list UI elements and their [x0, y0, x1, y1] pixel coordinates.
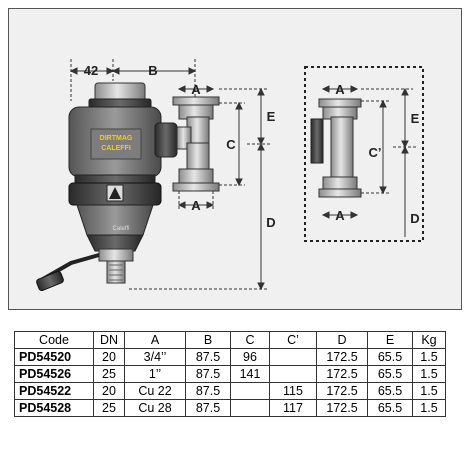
cell-code: PD54526 [14, 365, 94, 383]
cell-c-prime: 117 [269, 399, 317, 417]
dimension-d-label: D [266, 215, 275, 230]
brand-label: CALEFFI [101, 145, 131, 152]
cell-b: 87.5 [185, 365, 231, 383]
cell-c [230, 382, 270, 400]
spec-table-header-row: Code DN A B C C’ D E Kg [14, 331, 446, 349]
dimension-lines-left [69, 59, 271, 291]
dimension-42-label: 42 [84, 63, 98, 78]
dimension-lines-right [321, 85, 417, 237]
cell-b: 87.5 [185, 382, 231, 400]
cell-dn: 20 [93, 382, 125, 400]
table-row: PD54526 25 1’’ 87.5 141 172.5 65.5 1.5 [14, 365, 446, 383]
dimension-c-label: C [226, 137, 236, 152]
cell-e: 65.5 [367, 348, 413, 366]
spec-table: Code DN A B C C’ D E Kg PD54520 20 3/4’’… [14, 331, 446, 417]
header-kg: Kg [412, 331, 446, 349]
technical-drawing: DIRTMAG CALEFFI Caleffi [8, 8, 462, 310]
dimension-b-label: B [148, 63, 157, 78]
cell-b: 87.5 [185, 399, 231, 417]
dimension-d-alt-label: D [410, 211, 419, 226]
dimension-a-bottom-label: A [191, 198, 201, 213]
header-d: D [316, 331, 368, 349]
cell-code: PD54520 [14, 348, 94, 366]
header-dn: DN [93, 331, 125, 349]
small-brand-label: Caleffi [113, 226, 130, 232]
cell-d: 172.5 [316, 365, 368, 383]
header-c: C [230, 331, 270, 349]
cell-b: 87.5 [185, 348, 231, 366]
dimension-a-top-label: A [191, 82, 201, 97]
pipe-fittings-right [310, 98, 362, 198]
alternate-fittings-box [304, 66, 424, 242]
header-c-prime: C’ [269, 331, 317, 349]
cell-code: PD54522 [14, 382, 94, 400]
table-row: PD54520 20 3/4’’ 87.5 96 172.5 65.5 1.5 [14, 348, 446, 366]
cell-c: 96 [230, 348, 270, 366]
header-a: A [124, 331, 186, 349]
cell-kg: 1.5 [412, 365, 446, 383]
cell-e: 65.5 [367, 365, 413, 383]
cell-c: 141 [230, 365, 270, 383]
dimension-e-label: E [267, 109, 276, 124]
cell-code: PD54528 [14, 399, 94, 417]
dimension-e-alt-label: E [411, 111, 420, 126]
cell-e: 65.5 [367, 382, 413, 400]
cell-kg: 1.5 [412, 382, 446, 400]
dimension-a-top-alt-label: A [335, 82, 345, 97]
cell-a: Cu 28 [124, 399, 186, 417]
table-row: PD54528 25 Cu 28 87.5 117 172.5 65.5 1.5 [14, 399, 446, 417]
separator-device: DIRTMAG CALEFFI Caleffi [36, 82, 178, 292]
cell-dn: 20 [93, 348, 125, 366]
header-b: B [185, 331, 231, 349]
table-row: PD54522 20 Cu 22 87.5 115 172.5 65.5 1.5 [14, 382, 446, 400]
cell-a: Cu 22 [124, 382, 186, 400]
header-code: Code [14, 331, 94, 349]
cell-dn: 25 [93, 365, 125, 383]
cell-a: 3/4’’ [124, 348, 186, 366]
dimension-a-bottom-alt-label: A [335, 208, 345, 223]
header-e: E [367, 331, 413, 349]
cell-c-prime: 115 [269, 382, 317, 400]
dimension-c-prime-label: C’ [369, 145, 382, 160]
cell-c-prime [269, 348, 317, 366]
cell-d: 172.5 [316, 348, 368, 366]
product-label: DIRTMAG [100, 135, 133, 142]
cell-c-prime [269, 365, 317, 383]
cell-d: 172.5 [316, 382, 368, 400]
cell-dn: 25 [93, 399, 125, 417]
cell-kg: 1.5 [412, 348, 446, 366]
cell-a: 1’’ [124, 365, 186, 383]
pipe-fittings-left [172, 96, 220, 192]
cell-c [230, 399, 270, 417]
cell-e: 65.5 [367, 399, 413, 417]
cell-kg: 1.5 [412, 399, 446, 417]
cell-d: 172.5 [316, 399, 368, 417]
